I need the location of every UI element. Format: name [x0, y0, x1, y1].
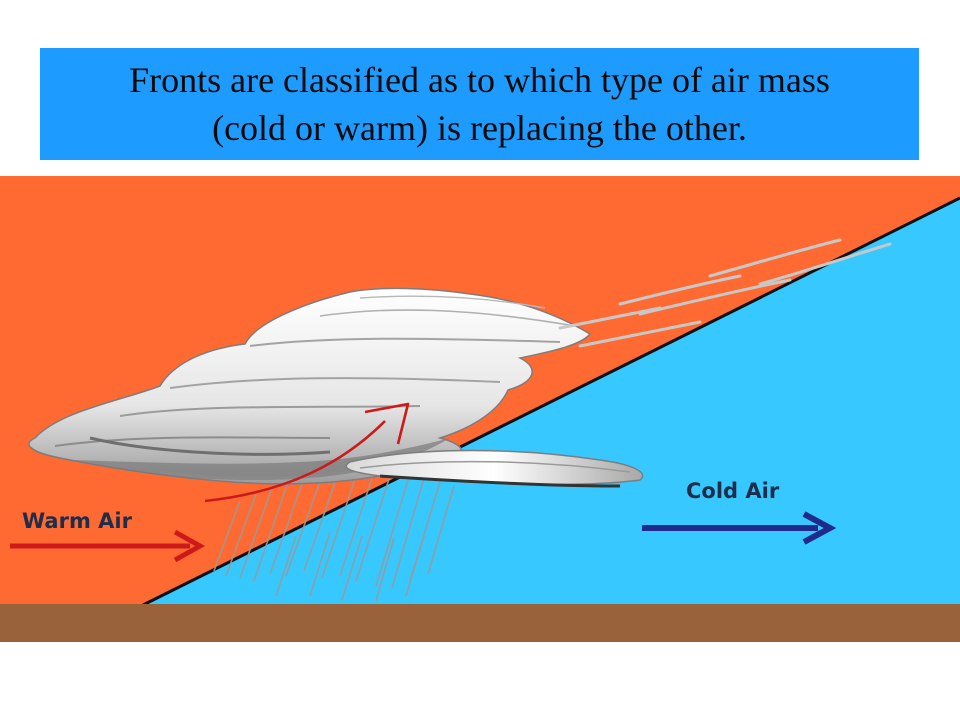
title-line-2: (cold or warm) is replacing the other.	[212, 108, 747, 148]
title-line-1: Fronts are classified as to which type o…	[129, 60, 830, 100]
ground-strip	[0, 604, 960, 642]
cold-front-diagram: Warm Air Cold Air	[0, 176, 960, 642]
frontal-cloud-band	[345, 449, 644, 488]
cold-air-label: Cold Air	[686, 479, 780, 503]
title-banner: Fronts are classified as to which type o…	[40, 48, 919, 160]
rain-streaks	[213, 473, 455, 602]
warm-air-rising-arrow	[204, 402, 410, 503]
cold-air-arrow	[642, 511, 837, 545]
front-diagram-svg: Warm Air Cold Air	[0, 176, 960, 642]
cloud-streamers	[558, 238, 892, 348]
warm-air-arrow	[10, 529, 206, 563]
warm-air-label: Warm Air	[22, 509, 133, 533]
